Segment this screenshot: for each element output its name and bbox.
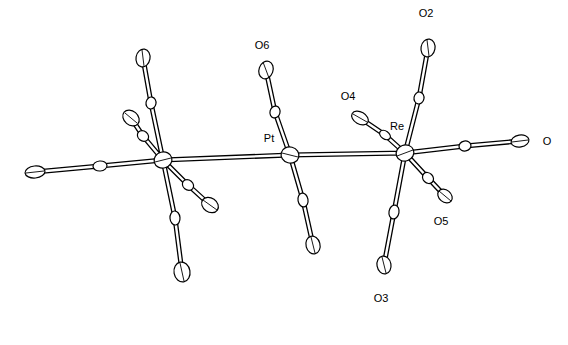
principal-axis	[512, 140, 528, 142]
atom-label: O5	[434, 215, 449, 227]
principal-axis	[311, 237, 315, 253]
atom-ellipsoid	[349, 108, 371, 127]
principal-axis	[203, 200, 217, 210]
atom-ellipsoid	[152, 150, 174, 170]
atom-ellipsoid	[120, 107, 143, 129]
principal-axis	[180, 263, 184, 281]
atom-ellipsoid	[135, 48, 152, 68]
principal-axis	[439, 191, 451, 201]
atom-ellipsoid	[376, 255, 393, 275]
atom-ellipsoid	[435, 186, 455, 205]
atom-label: O2	[419, 7, 434, 19]
principal-axis	[427, 40, 429, 56]
atom-ellipsoid	[413, 91, 425, 105]
atom-label: Re	[390, 120, 404, 132]
principal-axis	[155, 158, 171, 162]
atom-ellipsoid	[510, 134, 530, 149]
atom-ellipsoid	[279, 145, 301, 165]
atom-label: O3	[374, 292, 389, 304]
principal-axis	[142, 50, 144, 66]
atom-ellipsoid	[394, 142, 416, 163]
atom-ellipsoid	[25, 165, 46, 179]
principal-axis	[125, 113, 137, 123]
atom-ellipsoid	[256, 59, 275, 81]
atom-ellipsoid	[135, 128, 151, 143]
atom-ellipsoid	[458, 140, 472, 152]
atom-ellipsoid	[93, 160, 108, 171]
atom-ellipsoid	[180, 177, 196, 192]
atom-ellipsoid	[388, 204, 400, 220]
principal-axis	[353, 114, 367, 122]
atom-label: Pt	[264, 132, 274, 144]
carbon-atoms	[93, 91, 472, 225]
principal-axis	[282, 153, 298, 157]
atom-label: O4	[341, 90, 356, 102]
atom-ellipsoid	[35, 48, 520, 272]
principal-axis	[382, 257, 386, 273]
atom-ellipsoid	[304, 234, 322, 255]
atom-ellipsoid	[269, 105, 282, 119]
bond-tubes	[35, 48, 520, 272]
atom-label: O	[543, 135, 552, 147]
principal-axis	[26, 171, 44, 173]
principal-axis	[397, 150, 413, 156]
principal-axis	[263, 62, 269, 78]
atom-ellipsoid	[172, 261, 191, 283]
atom-ellipsoid	[420, 170, 436, 186]
metal-atoms	[152, 142, 416, 170]
atom-ellipsoid	[297, 192, 309, 208]
atom-ellipsoid	[35, 48, 520, 272]
atom-ellipsoid	[420, 38, 437, 58]
atom-ellipsoid	[169, 211, 180, 226]
atom-ellipsoid	[199, 194, 222, 216]
atom-label: O6	[255, 39, 270, 51]
oxygen-atoms	[25, 38, 530, 283]
atom-ellipsoid	[145, 96, 157, 110]
